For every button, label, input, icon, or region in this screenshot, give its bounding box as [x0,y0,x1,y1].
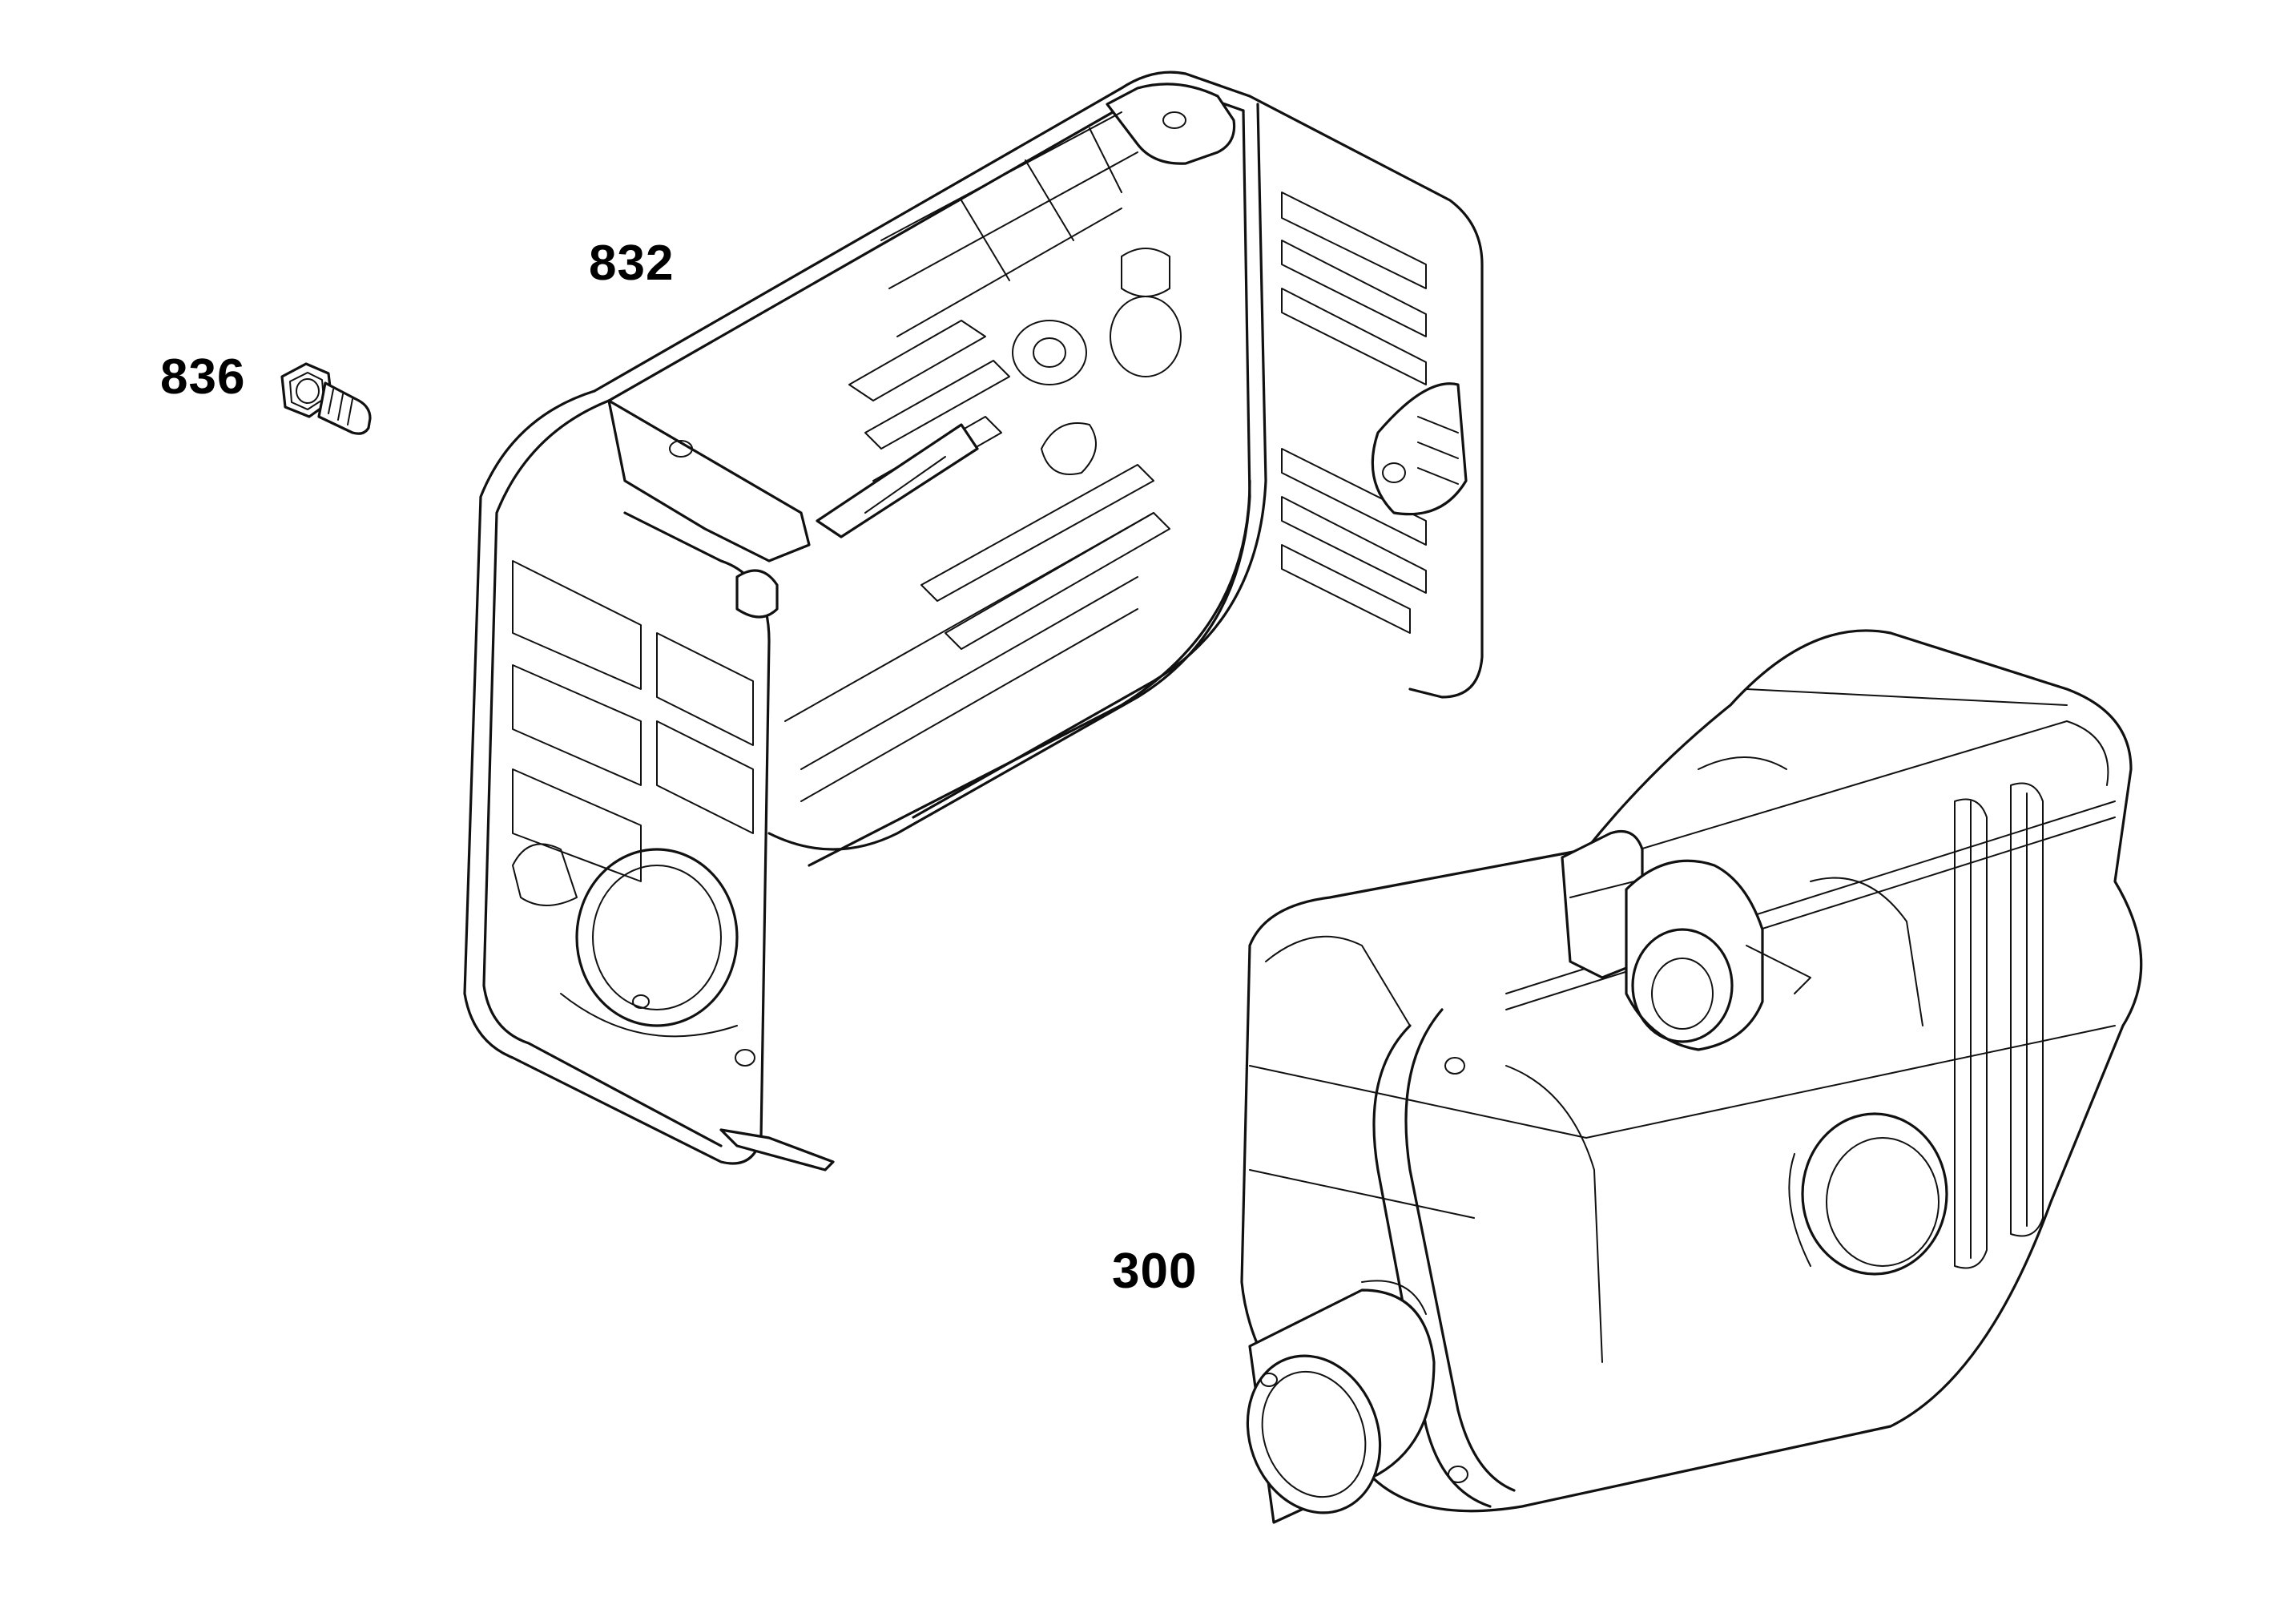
bolt-836-drawing [280,362,372,435]
part-number-836: 836 [160,349,246,405]
heat-shield-832-drawing [463,71,1484,1171]
part-number-832: 832 [589,236,675,291]
part-number-300: 300 [1112,1244,1198,1299]
muffler-300-drawing [1240,629,2143,1524]
